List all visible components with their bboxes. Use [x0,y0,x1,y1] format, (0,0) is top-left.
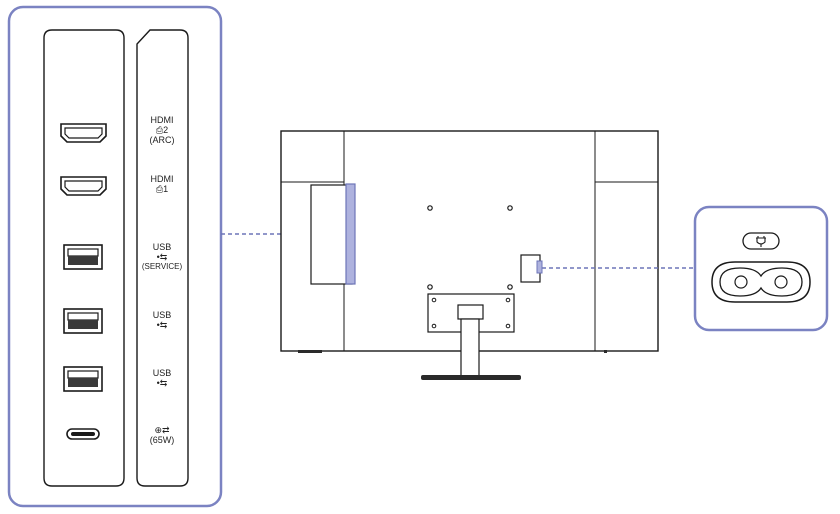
hdmi2-symbol: ⎙2 [155,125,169,135]
port-panel-labels [136,29,189,487]
usb-symbol-icon: •⇆ [156,378,168,388]
hdmi1-symbol: ⎙1 [155,184,169,194]
power-callout-box [693,205,829,332]
port-label-usb-service: USB •⇆ (SERVICE) [137,242,187,272]
power-plug-icon [742,232,780,250]
usb-a-port-icon [63,244,103,270]
hdmi-port-icon [60,123,107,143]
usbc-symbol-icon: ⊕⇄ [154,425,170,435]
port-label-usb2: USB •⇆ [137,310,187,330]
monitor-port-block [310,184,353,285]
ac-power-inlet-icon [711,261,811,303]
usb-a-port-icon [63,366,103,392]
usb-c-port-icon [66,428,100,440]
power-socket-highlight [536,260,543,274]
usb-symbol-icon: •⇆ [156,252,168,262]
vesa-mount-holes [427,205,513,290]
stand-mount-plate [427,293,515,333]
hdmi-port-icon [60,176,107,196]
port-label-hdmi2: HDMI ⎙2 (ARC) [137,115,187,145]
usb-symbol-icon: •⇆ [156,320,168,330]
port-strip-highlight [345,183,356,285]
port-label-hdmi1: HDMI ⎙1 [137,174,187,194]
usb-a-port-icon [63,308,103,334]
port-label-usbc: ⊕⇄ (65W) [137,425,187,445]
monitor-stand [421,318,521,380]
port-label-usb3: USB •⇆ [137,368,187,388]
